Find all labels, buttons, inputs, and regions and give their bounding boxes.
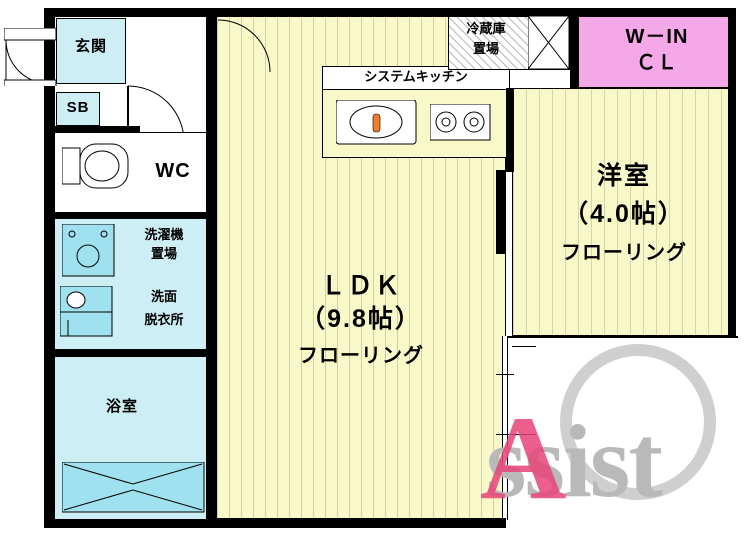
window-mark-4 (512, 346, 536, 347)
kitchen-counter-inner (322, 66, 510, 90)
window-mark-2 (496, 434, 514, 435)
wall-washroom-bottom (54, 350, 214, 356)
wall-ldk-western-upper (496, 170, 506, 254)
bathtub-icon (62, 462, 205, 513)
balcony-boundary-top (506, 336, 738, 338)
label-walkin-line1: W－IN (625, 26, 689, 48)
wall-top-left (54, 8, 216, 16)
room-genkan (56, 18, 126, 84)
washing-machine-icon (62, 224, 115, 277)
ldk-right-wall-lower (502, 336, 508, 520)
wall-right-upper (506, 88, 514, 172)
vanity-sink-icon (60, 286, 113, 337)
label-ldk-flooring: フローリング (298, 345, 424, 367)
label-washer-line1: 洗濯機 (144, 227, 184, 242)
wall-wc-top (54, 126, 130, 132)
fridge-cross-icon (528, 16, 570, 70)
wall-wc-bottom (54, 212, 214, 218)
room-sb (56, 92, 100, 126)
label-western-name: 洋室 (596, 162, 651, 190)
label-western-size: （4.0帖） (563, 200, 685, 228)
label-washroom-line1: 洗面 (150, 289, 177, 304)
wall-ldk-left (206, 16, 216, 520)
wall-bottom-ldk (216, 518, 506, 528)
label-ldk-name: ＬＤＫ (320, 272, 402, 300)
wall-closet-left (570, 16, 578, 88)
cooktop-icon (430, 104, 491, 141)
label-washroom-line2: 脱衣所 (144, 312, 184, 327)
window-mark-1 (496, 374, 514, 375)
room-walkin-closet (578, 16, 736, 88)
wall-left-outer (44, 8, 54, 528)
entrance-door-icon (4, 28, 57, 86)
label-walkin-line2: ＣＬ (636, 52, 678, 74)
label-ldk-size: （9.8帖） (300, 305, 422, 333)
wall-top-right (506, 8, 736, 16)
label-western-flooring: フローリング (561, 242, 687, 264)
label-wc: WC (155, 160, 191, 182)
label-fridge-line2: 置場 (472, 41, 499, 56)
label-kitchen: システムキッチン (364, 69, 468, 84)
label-bathroom: 浴室 (105, 398, 138, 415)
label-genkan: 玄関 (74, 38, 107, 55)
window-mark-3 (512, 434, 536, 435)
wall-bottom-left (44, 518, 222, 528)
wall-right-outer (728, 16, 736, 338)
toilet-icon (62, 143, 129, 189)
wall-top-center (216, 8, 506, 16)
label-sb: SB (66, 99, 90, 116)
label-fridge-line1: 冷蔵庫 (466, 21, 506, 36)
ldk-door-icon (217, 19, 271, 73)
kitchen-sink-icon (336, 100, 417, 145)
label-washer-line2: 置場 (150, 246, 177, 261)
